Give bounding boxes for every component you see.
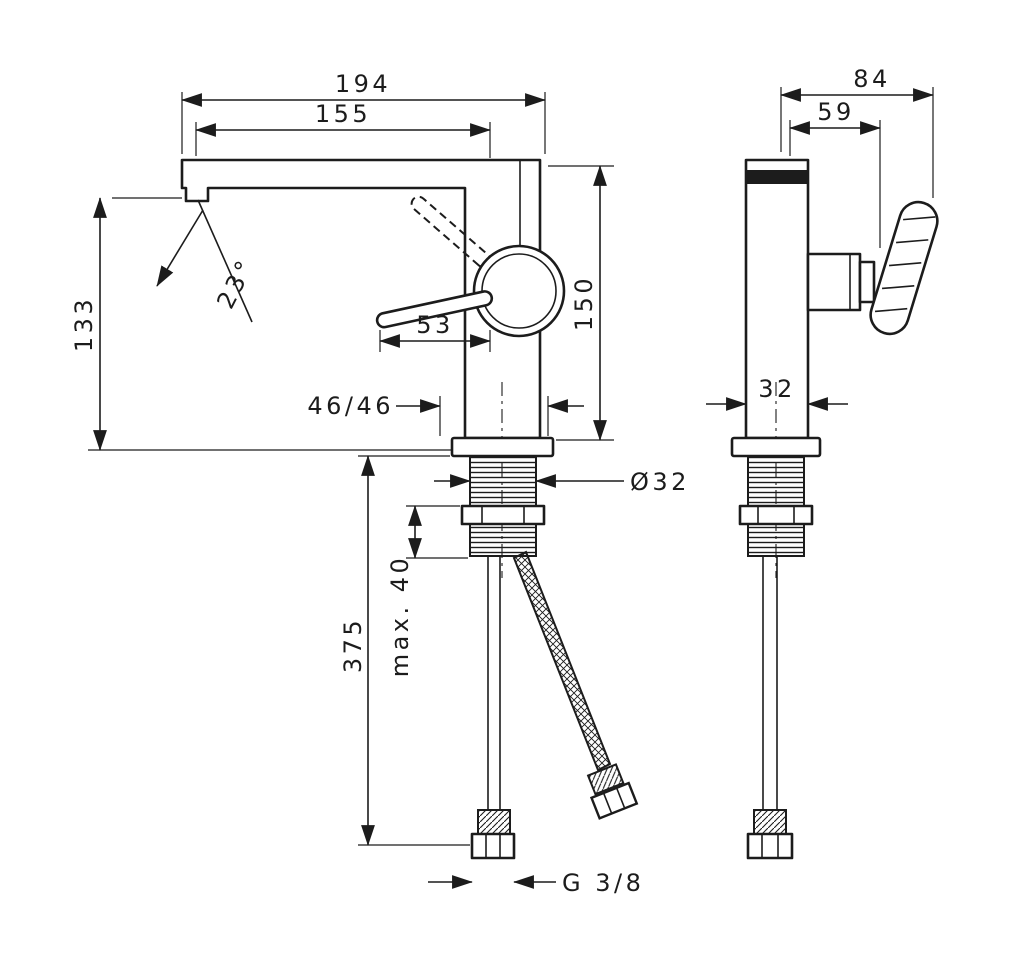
dim-connection-thread: G 3/8 [428, 869, 644, 897]
threaded-shank-lower [469, 523, 537, 557]
lever-raised-dashed [410, 195, 492, 269]
flange [450, 436, 555, 458]
supply-hoses [470, 550, 639, 860]
dim-32-label: 32 [758, 375, 796, 403]
threaded-shank-lower-side [747, 523, 805, 557]
threaded-shank-upper-side [747, 455, 805, 507]
threaded-shank-upper [469, 455, 537, 507]
mounting-nut-side [738, 504, 814, 526]
side-view: 84 59 [706, 65, 939, 860]
dim-dia32-label: Ø32 [630, 468, 690, 496]
body-column [744, 158, 810, 440]
dim-handle-length: 53 [379, 311, 491, 352]
hose-crimp-side [753, 809, 787, 835]
dim-body-height: 150 [548, 165, 614, 441]
handle-hinge [858, 260, 876, 304]
hose-crimp [477, 809, 511, 835]
braided-hose [512, 550, 612, 772]
mounting-assembly-front [450, 436, 555, 557]
dim-84-label: 84 [853, 65, 891, 93]
handle-front [375, 195, 566, 338]
dim-hose-offsets: 46/46 [307, 392, 584, 436]
mounting-assembly-side [730, 436, 822, 557]
lever-hatching [874, 216, 936, 313]
hose-nut [470, 832, 516, 860]
dim-max-mounting: max. 40 [386, 505, 468, 678]
hose-side [746, 556, 794, 860]
dim-155-label: 155 [315, 100, 371, 128]
flange-side [730, 436, 822, 458]
dim-total-width: 84 [780, 65, 934, 198]
hose-nut-side [746, 832, 794, 860]
dim-133-label: 133 [70, 296, 98, 352]
spray-angle: 23° [156, 199, 260, 323]
dim-total-depth: 194 [181, 70, 546, 154]
dim-spout-height: 133 [70, 197, 452, 451]
dim-body-width: 32 [706, 375, 848, 411]
dim-handle-offset: 59 [789, 98, 881, 248]
spout-end-band [746, 170, 808, 184]
dim-g38-label: G 3/8 [562, 869, 644, 897]
spray-angle-label: 23° [211, 253, 260, 313]
body-side [744, 158, 810, 440]
angle-reference-line [197, 199, 253, 323]
dim-spout-reach: 155 [195, 100, 491, 158]
handle-mount [806, 252, 862, 312]
dim-46-46-label: 46/46 [307, 392, 394, 420]
dim-375-label: 375 [339, 617, 367, 673]
dim-53-label: 53 [416, 311, 454, 339]
dim-150-label: 150 [570, 275, 598, 331]
front-view: 194 155 23° 133 [70, 70, 690, 897]
handle-outer-circle [472, 244, 566, 338]
lever-handle [375, 290, 494, 329]
dim-194-label: 194 [335, 70, 391, 98]
water-stream-arrow [156, 209, 204, 287]
braided-hose-connector [586, 763, 639, 820]
lever-side [869, 200, 939, 336]
dim-hose-length: 375 [339, 455, 470, 846]
handle-side [806, 200, 939, 336]
dim-shank-diameter: Ø32 [434, 468, 690, 496]
dim-max40-label: max. 40 [386, 555, 414, 678]
dim-59-label: 59 [817, 98, 855, 126]
mounting-nut [460, 504, 546, 526]
